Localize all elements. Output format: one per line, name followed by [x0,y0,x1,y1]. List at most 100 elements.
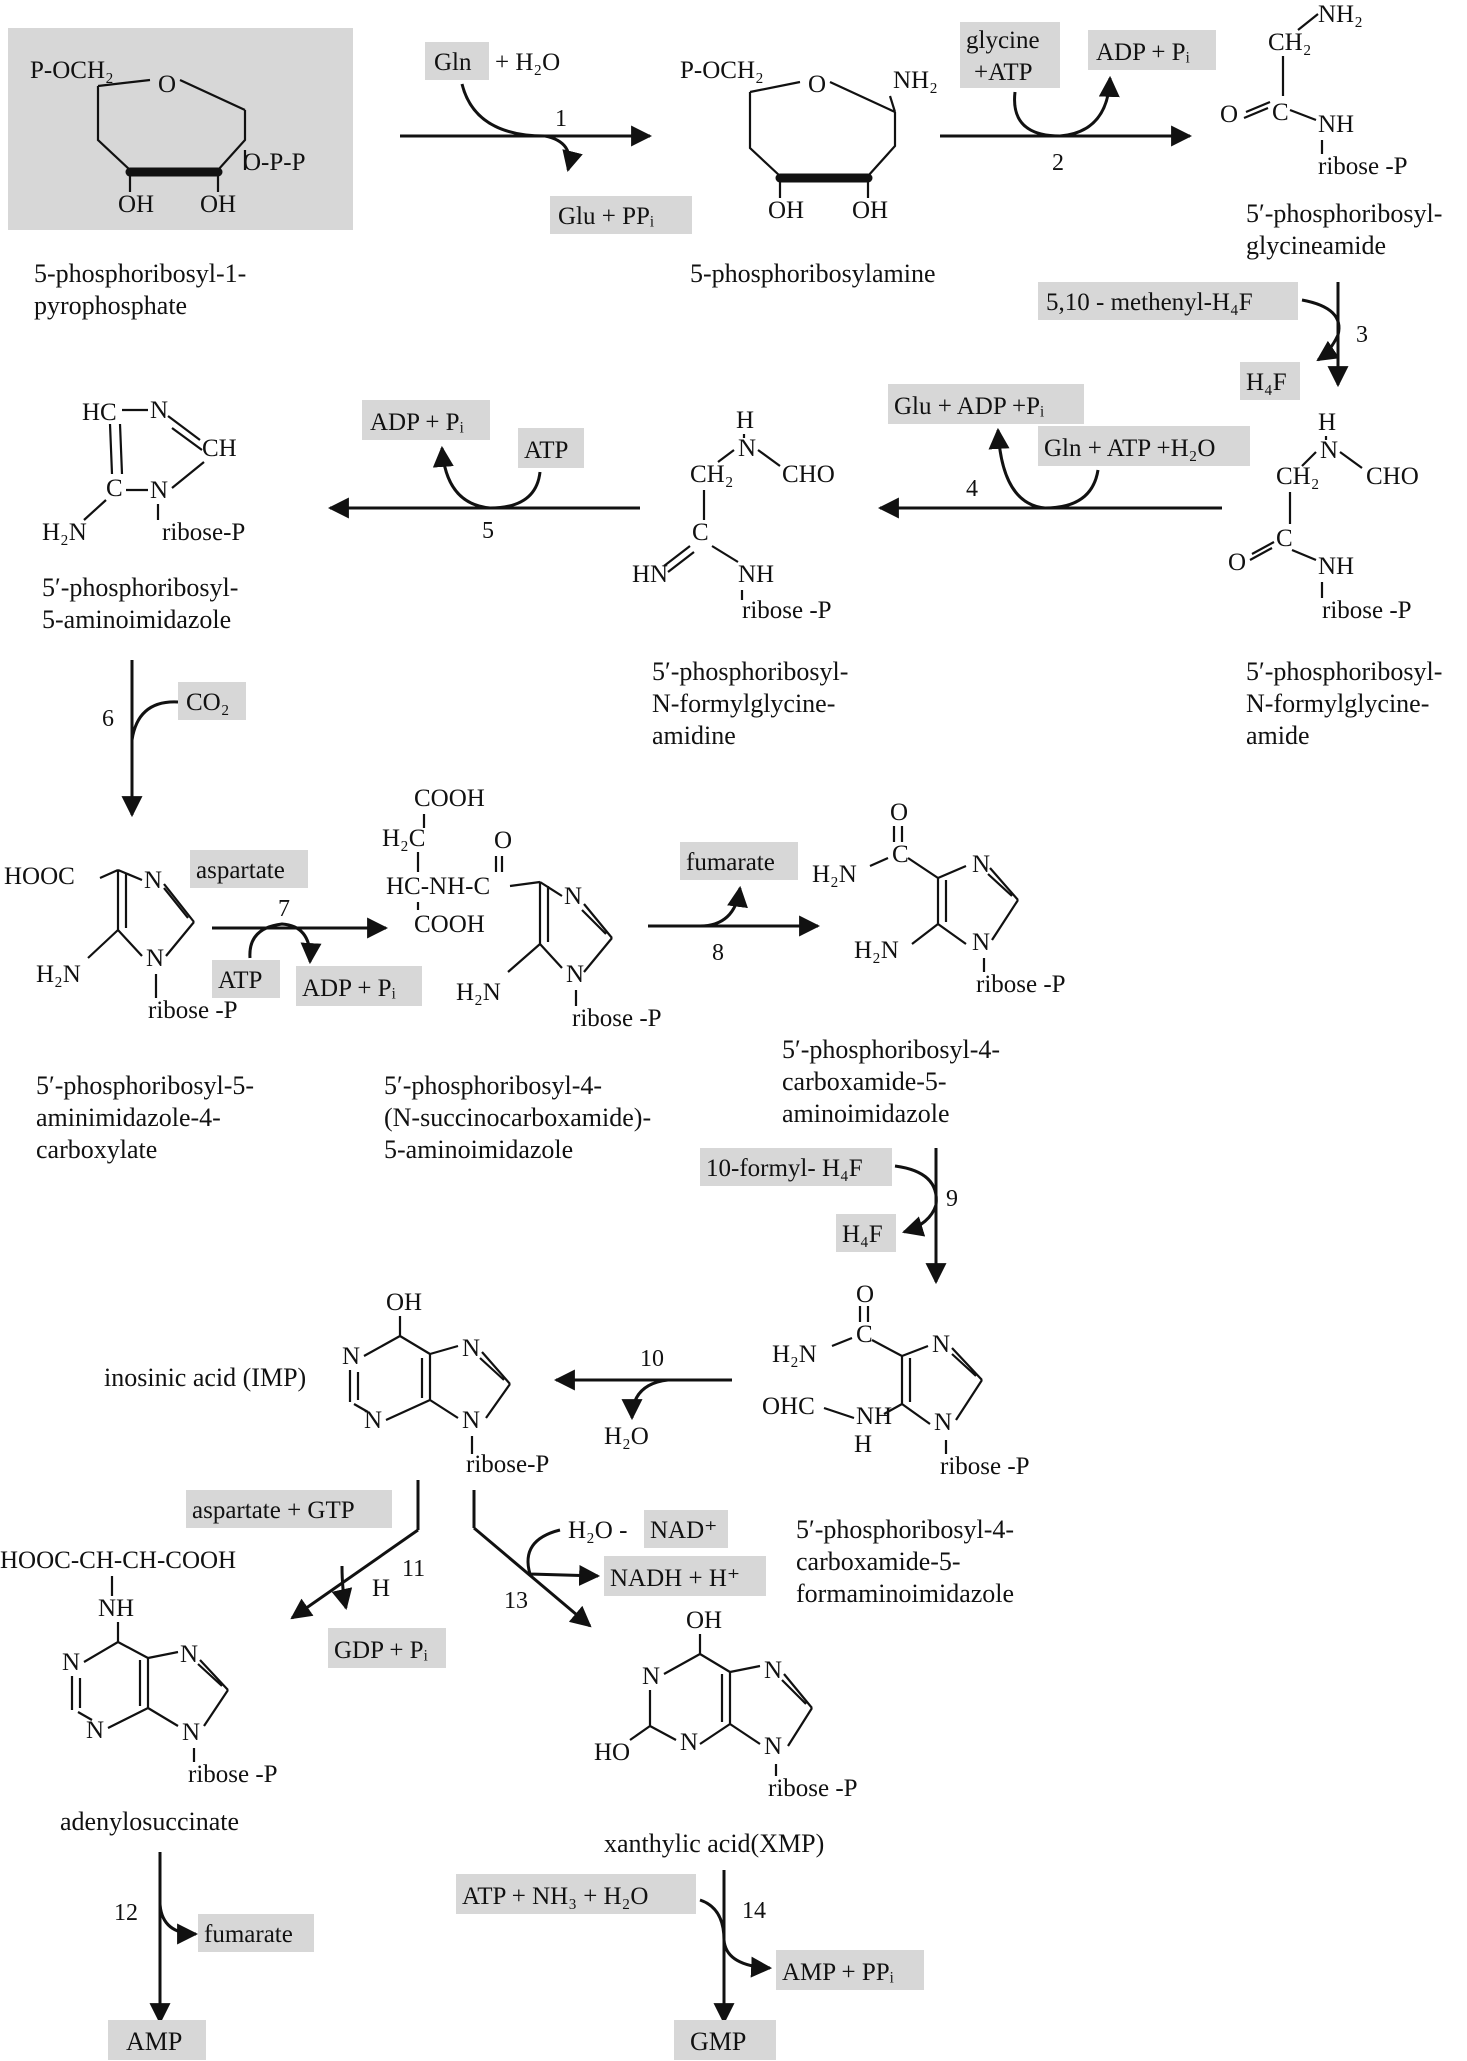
atom-label: H₂N [854,937,899,964]
atom-label: H₂N [42,519,87,546]
atom-label: H₂N [36,961,81,988]
side-arrow [1301,298,1341,362]
product-box [1240,362,1300,400]
side-arrow [699,1898,773,1978]
atom-label: OH [386,1289,422,1316]
atom-label: N [86,1717,104,1744]
compound-cair: HOOC N H₂N N ribose -P [4,863,238,1024]
compound-adenylosuccinate: HOOC-CH-CH-COOH NH N N N N ribose -P [0,1547,278,1788]
reactant-box [190,850,308,888]
atom-label: P-OCH₂ [30,57,114,84]
atom-label: N [680,1729,698,1756]
atom-label: N [764,1657,782,1684]
compound-name: inosinic acid (IMP) [104,1363,306,1392]
product-label: Glu + ADP +Pᵢ [894,393,1044,420]
atom-label: N [150,477,168,504]
product-label: AMP + PPᵢ [782,1959,894,1986]
atom-label: C [106,475,123,502]
reactant-label: Gln + ATP +H₂O [1044,435,1215,462]
step-number: 13 [504,1588,528,1614]
product-box [674,2020,776,2060]
atom-label: C [1272,99,1289,126]
product-box [680,842,798,880]
atom-label: OHC [762,1393,815,1420]
atom-label: HN [632,561,668,588]
product-label: ADP + Pᵢ [370,409,464,436]
atom-label: OH [852,197,888,224]
product-label: ADP + Pᵢ [302,975,396,1002]
step-mark: H [372,1575,390,1602]
ring-bonds [748,80,897,198]
atom-label: H [1318,409,1336,436]
product-label: fumarate [686,849,775,876]
product-box [550,196,692,234]
step-number: 10 [640,1346,664,1372]
product-box [198,1914,314,1952]
side-arrow [248,922,322,965]
atom-label: C [856,1321,873,1348]
compound-name: amidine [652,721,736,750]
ring-bonds [83,408,205,521]
step-number: 12 [114,1900,138,1926]
atom-label: COOH [414,785,485,812]
atom-label: OH [200,191,236,218]
compound-name: pyrophosphate [34,291,187,320]
atom-label: CHO [782,461,835,488]
compound-name: 5′-phosphoribosyl- [1246,657,1442,686]
compound-name: aminimidazole-4- [36,1103,221,1132]
compound-air: HC N CH C N H₂N ribose-P [42,397,245,546]
atom-label: COOH [414,911,485,938]
reactant-label: NAD⁺ [650,1517,717,1544]
atom-label: N [182,1719,200,1746]
ring-bonds [96,78,247,192]
ring-bonds [87,868,195,998]
step-number: 4 [966,476,978,502]
product-label: fumarate [204,1921,293,1948]
reactant-label: ATP [524,437,568,464]
reactant-label: aspartate + GTP [192,1497,355,1524]
product-box [108,2020,206,2060]
product-label: NADH + H⁺ [610,1565,740,1592]
compound-name: 5′-phosphoribosyl- [1246,199,1442,228]
bonds [1249,436,1363,598]
atom-label: CH₂ [690,461,733,488]
atom-label: N [62,1649,80,1676]
compound-name: 5′-phosphoribosyl-4- [796,1515,1014,1544]
bonds [823,1306,983,1454]
bonds [416,814,613,1006]
reactant-box [456,1874,696,1914]
atom-label: O [1220,101,1238,128]
atom-label: ribose -P [768,1775,858,1802]
reactant-label: Gln [434,49,472,76]
compound-name: xanthylic acid(XMP) [604,1829,824,1858]
compound-name: 5′-phosphoribosyl-4- [384,1071,602,1100]
atom-label: H₂N [456,979,501,1006]
atom-label: C [1276,525,1293,552]
step-number: 5 [482,518,494,544]
compound-name: 5′-phosphoribosyl- [652,657,848,686]
atom-label: N [144,867,162,894]
atom-label: H₂N [812,861,857,888]
atom-label: H₂N [772,1341,817,1368]
atom-label: C [892,841,909,868]
product-label: H₄F [1246,369,1287,396]
atom-label: N [462,1407,480,1434]
atom-label: P-OCH₂ [680,57,764,84]
side-arrow [894,1164,938,1237]
reactant-label: 10-formyl- H₄F [706,1155,863,1182]
atom-label: O [890,799,908,826]
reactant-label: ATP [218,967,262,994]
compound-name: N-formylglycine- [652,689,835,718]
side-arrow [526,1528,601,1586]
atom-label: NH₂ [1318,1,1363,28]
atom-label: HC [82,399,117,426]
atom-label: N [1320,437,1338,464]
step-13-arrow [473,1526,592,1628]
compound-name: 5-aminoimidazole [42,605,231,634]
atom-label: HO [594,1739,630,1766]
product-label: ADP + Pᵢ [1096,39,1190,66]
atom-label: ribose-P [466,1451,549,1478]
step-number: 3 [1356,322,1368,348]
compound-name: 5′-phosphoribosyl-4- [782,1035,1000,1064]
product-label: H₄F [842,1221,883,1248]
